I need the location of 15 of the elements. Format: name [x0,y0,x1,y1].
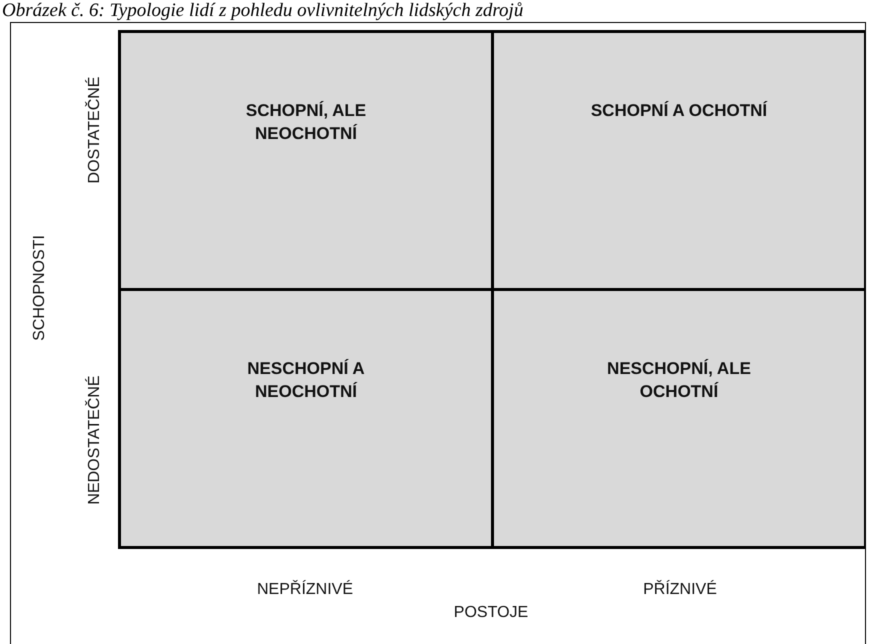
quadrant-label: NESCHOPNÍ A NEOCHOTNÍ [246,358,366,403]
axis-title: SCHOPNOSTI [30,235,49,341]
axis-value-label: DOSTATEČNÉ [85,76,104,184]
quadrant-label: SCHOPNÍ, ALE NEOCHOTNÍ [244,100,368,145]
axis-value-label: NEDOSTATEČNÉ [85,375,104,505]
axis-value-label: NEPŘÍZNIVÉ [257,580,353,600]
quadrant-box [494,33,864,288]
axis-title: POSTOJE [454,603,528,623]
quadrant-label: SCHOPNÍ A OCHOTNÍ [590,100,768,122]
quadrant-box [494,291,864,546]
quadrant-label: NESCHOPNÍ, ALE OCHOTNÍ [606,358,752,403]
axis-value-label: PŘÍZNIVÉ [643,580,717,600]
quadrant-box [121,291,491,546]
quadrant-box [121,33,491,288]
figure-title: Obrázek č. 6: Typologie lidí z pohledu ovlivnitelných lidských zdrojů [2,0,524,22]
